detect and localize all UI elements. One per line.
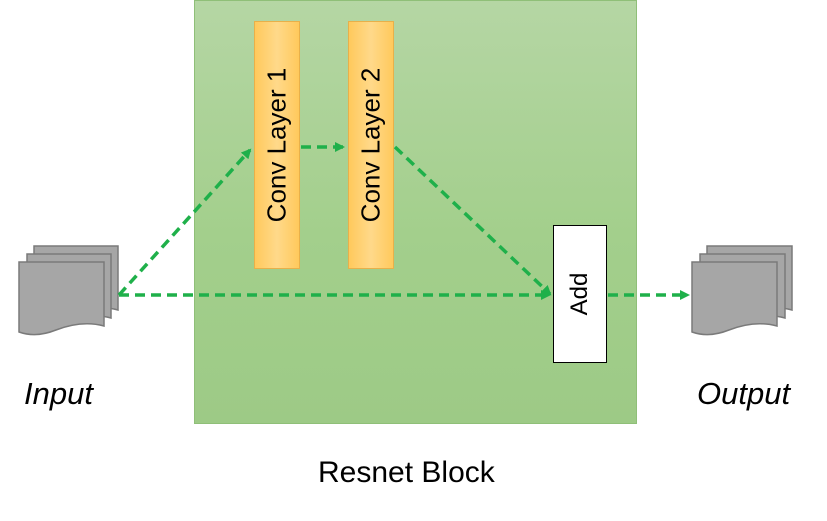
arrow-input-to-conv1 bbox=[117, 148, 252, 297]
document-stack-icon bbox=[691, 245, 793, 336]
arrow-conv2-to-add bbox=[393, 145, 552, 296]
conv-layer-1-box: Conv Layer 1 bbox=[254, 21, 300, 269]
document-stack-icon bbox=[18, 245, 119, 336]
input-label: Input bbox=[24, 376, 93, 411]
output-label: Output bbox=[697, 376, 791, 411]
block-caption: Resnet Block bbox=[318, 456, 495, 489]
add-box: Add bbox=[553, 225, 607, 363]
conv-layer-2-box: Conv Layer 2 bbox=[348, 21, 394, 269]
